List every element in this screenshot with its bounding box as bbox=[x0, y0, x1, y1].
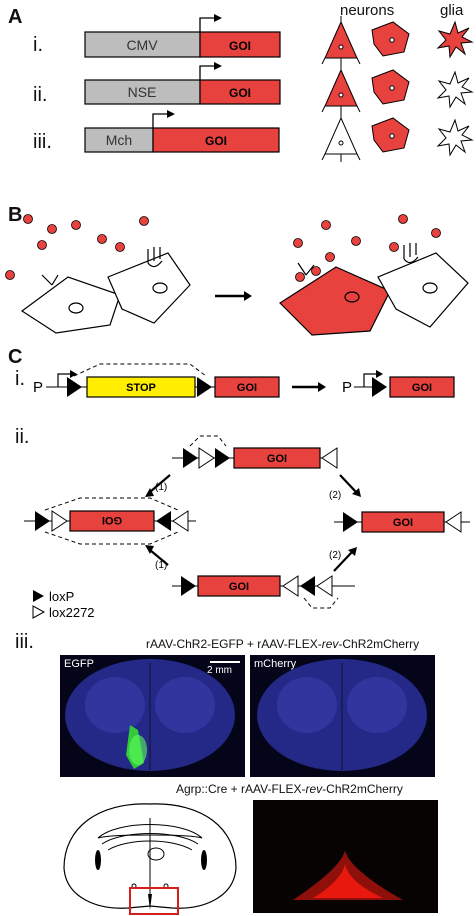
glia-icon bbox=[436, 20, 474, 157]
panel-c-iii-numeral: iii. bbox=[15, 631, 34, 653]
gene-box bbox=[199, 31, 281, 58]
promoter-label: NSE bbox=[128, 84, 157, 100]
gene-label: GOI bbox=[412, 382, 432, 394]
recombination-arrow-icon bbox=[292, 382, 326, 392]
promoter-label: CMV bbox=[126, 37, 158, 53]
lox-legend: loxP lox2272 bbox=[32, 589, 95, 620]
tss-arrow-icon bbox=[57, 373, 70, 387]
cell-right bbox=[107, 247, 191, 324]
panel-a-row-3-numeral: iii. bbox=[33, 131, 52, 153]
flex-top-construct: GOI bbox=[172, 435, 338, 469]
panel-a-row-2-numeral: ii. bbox=[33, 84, 48, 106]
tss-arrow-icon bbox=[152, 113, 167, 128]
construct-row-1: CMV GOI bbox=[84, 14, 281, 58]
viral-particles-right bbox=[293, 214, 441, 282]
multipolar-neuron-icon bbox=[371, 21, 410, 153]
infected-cell bbox=[279, 262, 391, 336]
gene-label: GOI bbox=[237, 382, 257, 394]
scalebar-label: 2 mm bbox=[207, 665, 232, 676]
svg-text:loxP: loxP bbox=[49, 589, 74, 604]
caption-bottom: Agrp::Cre + rAAV-FLEX-rev-ChR2mCherry bbox=[176, 782, 403, 796]
flex-bottom-construct: GOI bbox=[172, 575, 355, 609]
cell-right-uninfected bbox=[377, 243, 469, 328]
floxed-stop-construct: P STOP GOI P GOI bbox=[33, 363, 455, 398]
panel-a-letter: A bbox=[8, 6, 23, 28]
lox2272-icon bbox=[32, 605, 46, 619]
cell-left bbox=[20, 274, 121, 334]
step-2-label: (2) bbox=[329, 550, 341, 561]
caption-top: rAAV-ChR2-EGFP + rAAV-FLEX-rev-ChR2mCher… bbox=[146, 637, 420, 651]
mcherry-label: mCherry bbox=[254, 658, 297, 670]
construct-row-2: NSE GOI bbox=[84, 62, 281, 105]
panel-c-letter: C bbox=[8, 346, 23, 368]
viral-particles-left bbox=[5, 214, 149, 280]
promoter-box bbox=[84, 31, 201, 58]
glia-header: glia bbox=[440, 2, 464, 19]
scalebar bbox=[210, 661, 240, 663]
egfp-micrograph: EGFP 2 mm bbox=[60, 655, 245, 777]
promoter-label: P bbox=[33, 379, 43, 396]
flex-inverted-construct: GOI bbox=[24, 497, 196, 545]
construct-row-3: Mch GOI bbox=[84, 110, 280, 153]
loxp-icon bbox=[33, 590, 44, 602]
svg-text:GOI: GOI bbox=[267, 453, 287, 465]
step-1-label: (1) bbox=[155, 482, 167, 493]
egfp-label: EGFP bbox=[64, 658, 94, 670]
gene-label: GOI bbox=[229, 39, 251, 53]
cycle-arrows bbox=[149, 474, 357, 572]
arcuate-highlight-box bbox=[129, 887, 179, 915]
loxp-icon bbox=[372, 377, 387, 397]
mcherry-micrograph: mCherry bbox=[250, 655, 435, 777]
tss-arrow-icon bbox=[363, 373, 376, 387]
brain-atlas-schematic bbox=[63, 803, 237, 915]
flex-right-construct: GOI bbox=[334, 511, 470, 533]
transition-arrow-icon bbox=[215, 291, 252, 301]
loxp-icon bbox=[67, 377, 82, 397]
svg-text:lox2272: lox2272 bbox=[49, 605, 95, 620]
promoter-label: Mch bbox=[106, 132, 132, 148]
pyramidal-neuron-icon bbox=[321, 16, 361, 162]
svg-text:GOI: GOI bbox=[229, 581, 249, 593]
tss-arrow-icon bbox=[199, 17, 214, 32]
promoter-label: P bbox=[342, 379, 352, 396]
panel-c-i-numeral: i. bbox=[15, 368, 25, 390]
tss-arrow-icon bbox=[199, 65, 214, 80]
stop-label: STOP bbox=[126, 382, 156, 394]
step-2-label: (2) bbox=[329, 490, 341, 501]
cycle-arrowheads bbox=[145, 488, 361, 556]
panel-c-ii-numeral: ii. bbox=[15, 426, 30, 448]
arcuate-mcherry-micrograph bbox=[253, 800, 438, 913]
stop-box bbox=[86, 376, 196, 398]
svg-text:GOI: GOI bbox=[393, 517, 413, 529]
panel-c-constructs: P STOP GOI P GOI GOI bbox=[24, 363, 470, 620]
gene-label: GOI bbox=[205, 134, 227, 148]
neurons-header: neurons bbox=[340, 2, 395, 19]
panel-a-row-1-numeral: i. bbox=[33, 34, 43, 56]
step-1-label: (1) bbox=[155, 560, 167, 571]
panel-b-diagram bbox=[5, 214, 469, 336]
gene-label: GOI bbox=[229, 86, 251, 100]
panel-a-constructs: CMV GOI NSE GOI Mch GOI bbox=[84, 14, 474, 162]
svg-text:GOI: GOI bbox=[102, 514, 122, 526]
panel-b-letter: B bbox=[8, 204, 23, 226]
loxp-icon bbox=[197, 377, 212, 397]
